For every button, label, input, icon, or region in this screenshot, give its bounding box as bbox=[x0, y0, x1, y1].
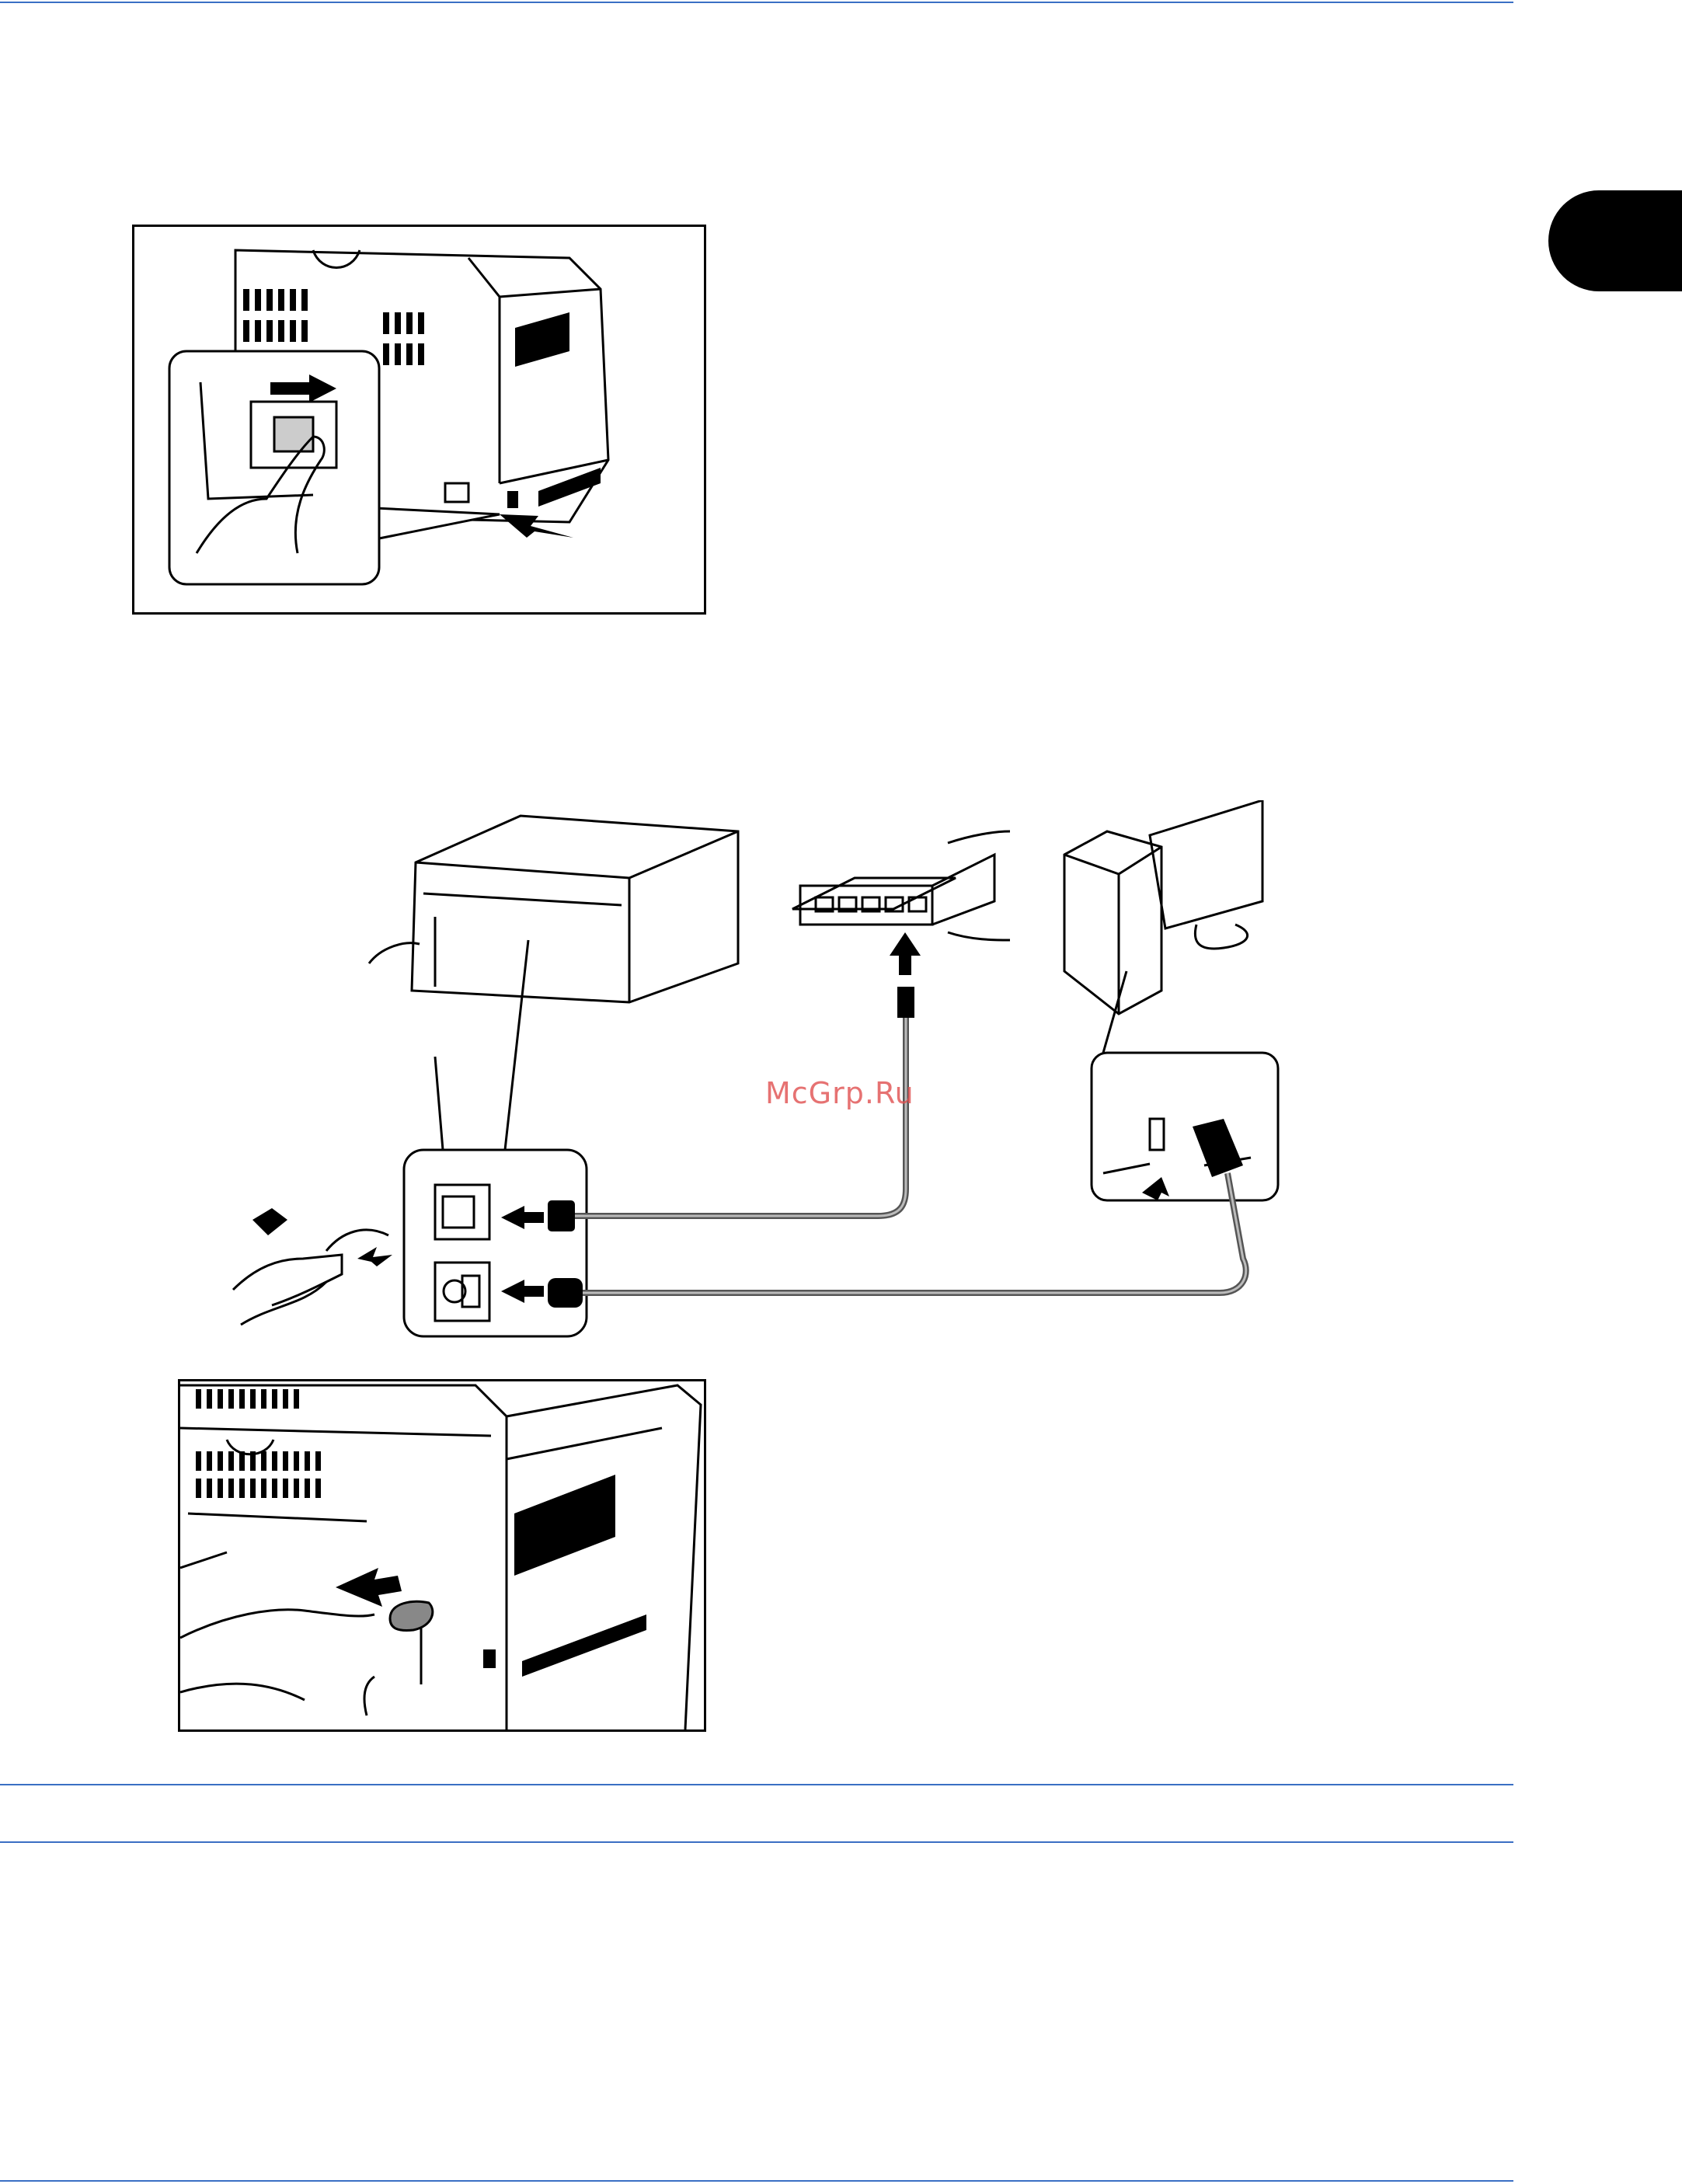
chapter-tab bbox=[1548, 190, 1682, 291]
power-switch-figure bbox=[132, 225, 706, 615]
power-cord-figure bbox=[178, 1379, 706, 1732]
middle-rule-upper bbox=[0, 1784, 1513, 1785]
connection-illustration bbox=[232, 800, 1280, 1338]
power-switch-illustration bbox=[168, 249, 610, 586]
top-rule bbox=[0, 2, 1513, 3]
bottom-rule bbox=[0, 2180, 1513, 2182]
watermark-text: McGrp.Ru bbox=[765, 1076, 914, 1110]
middle-rule-lower bbox=[0, 1841, 1513, 1843]
network-usb-connection-diagram bbox=[225, 800, 1313, 1344]
power-cord-illustration bbox=[180, 1384, 702, 1729]
